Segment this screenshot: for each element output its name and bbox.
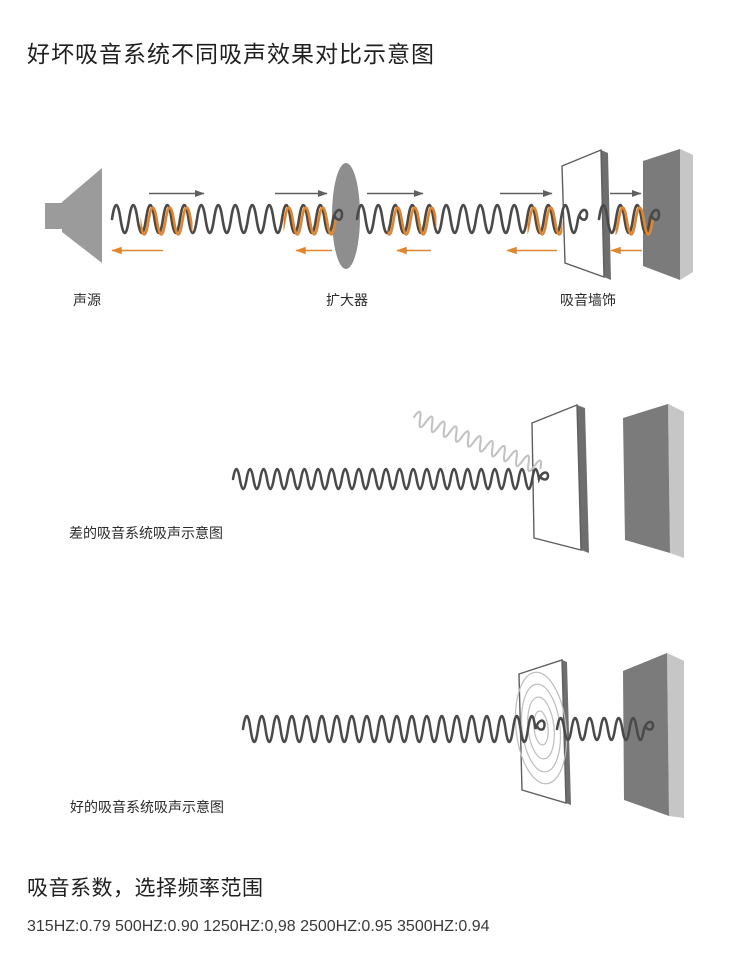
label-absorber-wall: 吸音墙饰 [560, 292, 616, 308]
wall-front [623, 404, 670, 553]
coefficients-heading: 吸音系数，选择频率范围 [27, 877, 264, 900]
amplifier-lens [332, 163, 360, 269]
absorber-panel-face [531, 403, 582, 551]
absorber-panel [531, 403, 589, 553]
absorber-panel [514, 659, 571, 805]
top-diagram: 声源 扩大器 吸音墙饰 [45, 148, 693, 308]
coefficients-values: 315HZ:0.79 500HZ:0.90 1250HZ:0,98 2500HZ… [27, 918, 490, 935]
wall-block [623, 404, 684, 558]
incident-wave [241, 714, 546, 744]
caption-bad-system: 差的吸音系统吸声示意图 [69, 525, 223, 541]
caption-good-system: 好的吸音系统吸声示意图 [70, 799, 224, 815]
wall-front [643, 149, 680, 280]
wall-side [680, 149, 693, 280]
absorption-info: 吸音系数，选择频率范围 315HZ:0.79 500HZ:0.90 1250HZ… [27, 877, 490, 935]
absorption-ripples [514, 671, 568, 785]
wall-block [643, 149, 693, 280]
wall-side [667, 653, 684, 818]
ripple-ring [533, 710, 549, 746]
ripple-ring [514, 671, 568, 785]
speaker-magnet [45, 203, 62, 229]
incident-wave [231, 467, 550, 491]
speaker-cone [62, 168, 102, 263]
direction-arrows [111, 190, 642, 255]
bad-system-diagram: 差的吸音系统吸声示意图 [69, 403, 684, 558]
reflected-wave-diagonal [412, 410, 543, 473]
wall-block [623, 653, 684, 818]
ripple-ring [520, 683, 562, 773]
absorber-panel-face [561, 148, 605, 279]
speaker-icon [45, 168, 102, 263]
wall-side [668, 404, 684, 558]
transmitted-wave [555, 716, 655, 742]
page-title: 好坏吸音系统不同吸声效果对比示意图 [27, 41, 435, 67]
label-sound-source: 声源 [73, 292, 101, 308]
incident-wave-segment [597, 203, 661, 235]
reflected-wave [412, 410, 543, 473]
absorber-panel-depth [577, 405, 589, 553]
absorber-panel-face [518, 659, 567, 804]
label-amplifier: 扩大器 [326, 292, 368, 308]
good-system-diagram: 好的吸音系统吸声示意图 [70, 653, 684, 818]
wall-front [623, 653, 669, 816]
